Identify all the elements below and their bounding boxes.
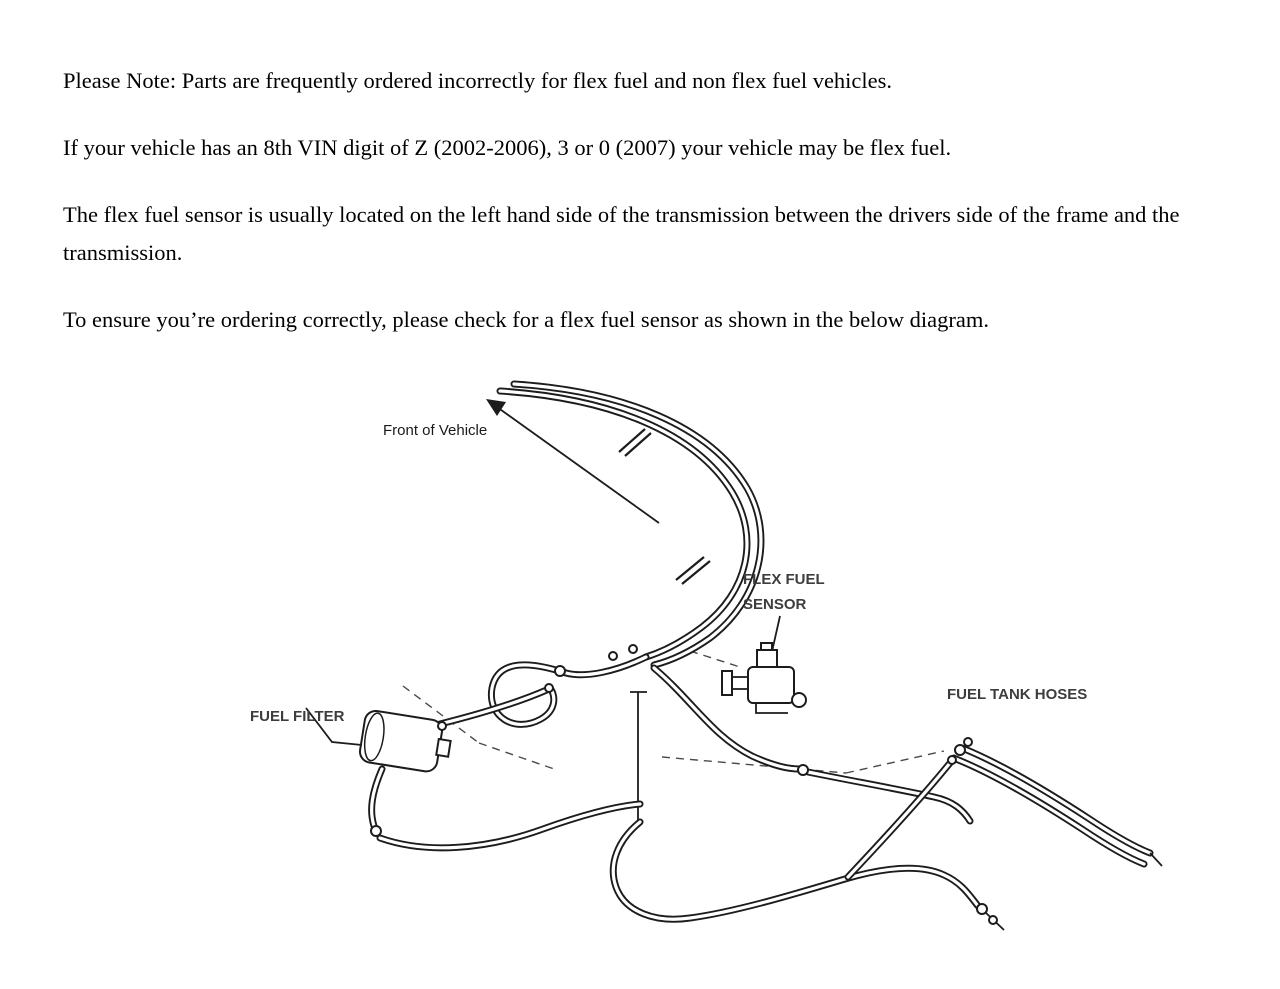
front-of-vehicle-arrow xyxy=(486,399,660,524)
label-fuel-tank-hoses: FUEL TANK HOSES xyxy=(947,686,1087,703)
dashed-guide-lines xyxy=(402,650,945,774)
fuel-filter-part xyxy=(358,709,452,773)
tube-break-marks xyxy=(618,428,711,585)
note-paragraph-3: The flex fuel sensor is usually located … xyxy=(63,202,1180,265)
label-front-of-vehicle: Front of Vehicle xyxy=(383,422,487,439)
note-section: Please Note: Parts are frequently ordere… xyxy=(63,62,1228,368)
flex-fuel-sensor-part xyxy=(721,615,807,714)
junction-reference-line xyxy=(630,691,647,822)
note-paragraph-1: Please Note: Parts are frequently ordere… xyxy=(63,68,893,93)
fuel-system-diagram: Front of Vehicle FLEX FUEL SENSOR FUEL T… xyxy=(0,370,1280,989)
note-paragraph-4: To ensure you’re ordering correctly, ple… xyxy=(63,307,989,332)
fuel-lines xyxy=(368,380,1005,931)
fuel-system-diagram-svg: Front of Vehicle FLEX FUEL SENSOR FUEL T… xyxy=(250,380,1163,931)
label-flex-fuel-sensor-line2: SENSOR xyxy=(743,596,807,613)
fuel-tank-hoses-part xyxy=(952,744,1163,868)
label-flex-fuel-sensor-line1: FLEX FUEL xyxy=(743,571,825,588)
label-fuel-filter: FUEL FILTER xyxy=(250,708,345,725)
note-paragraph-2: If your vehicle has an 8th VIN digit of … xyxy=(63,135,952,160)
hose-fittings xyxy=(370,644,998,925)
fuel-filter-leader xyxy=(305,707,363,746)
